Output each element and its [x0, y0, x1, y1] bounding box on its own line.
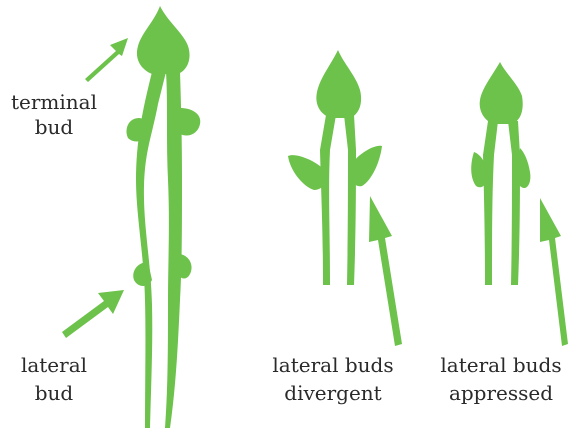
label-divergent-line2: divergent: [284, 381, 381, 405]
label-appressed-line2: appressed: [449, 381, 553, 405]
appressed-stem-right: [508, 121, 520, 285]
twig-appressed: [471, 62, 568, 346]
twig-divergent: [288, 50, 402, 346]
label-terminal-bud-line1: terminal: [11, 90, 97, 114]
divergent-arrow: [369, 196, 402, 346]
divergent-terminal-bud: [316, 50, 361, 118]
divergent-stem-right: [344, 115, 356, 285]
label-terminal-bud-line2: bud: [35, 115, 74, 139]
label-lateral-buds-divergent: lateral buds divergent: [272, 353, 393, 405]
lateral-bud-arrow: [62, 290, 124, 338]
appressed-right-bud: [518, 148, 530, 188]
main-stem-right-branch: [165, 72, 182, 428]
label-lateral-bud: lateral bud: [21, 353, 87, 405]
divergent-stem-left: [320, 115, 336, 285]
upper-right-lateral-bud: [180, 108, 200, 136]
terminal-bud-shape: [137, 6, 190, 74]
label-lateral-bud-line1: lateral: [21, 353, 87, 377]
label-lateral-buds-appressed: lateral buds appressed: [440, 353, 561, 405]
label-divergent-line1: lateral buds: [272, 353, 393, 377]
appressed-terminal-bud: [480, 62, 523, 124]
lower-right-lateral-bud: [178, 254, 192, 279]
label-appressed-line1: lateral buds: [440, 353, 561, 377]
label-terminal-bud: terminal bud: [11, 90, 97, 139]
terminal-bud-arrow: [85, 38, 128, 82]
appressed-stem-left: [483, 121, 498, 285]
label-lateral-bud-line2: bud: [35, 381, 74, 405]
appressed-arrow: [540, 198, 568, 346]
divergent-left-bud: [288, 155, 326, 190]
upper-left-lateral-bud: [126, 118, 148, 141]
